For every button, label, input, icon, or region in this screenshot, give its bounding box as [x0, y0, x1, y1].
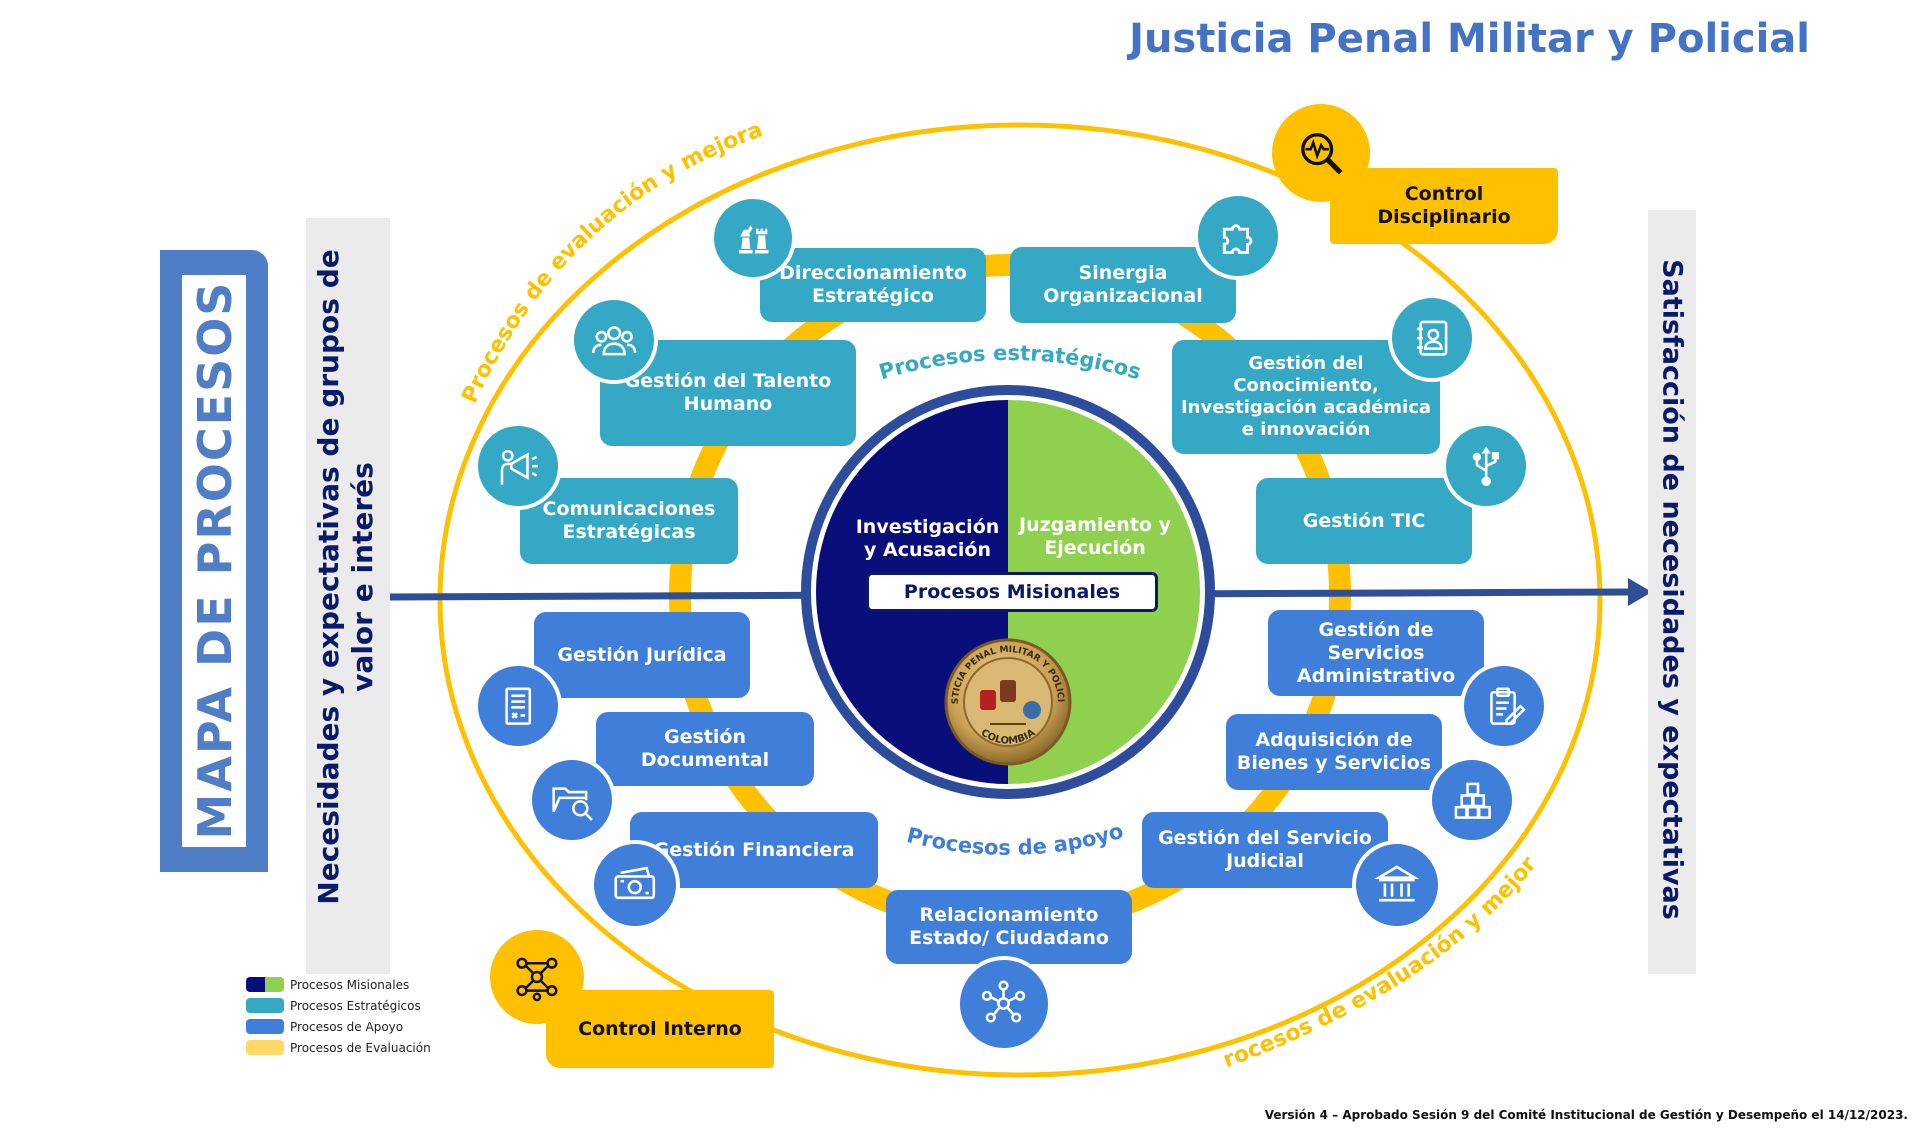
box-gestion-talento-humano[interactable]: Gestión del Talento Humano [600, 340, 856, 446]
clipboard-icon [1460, 662, 1548, 750]
box-servicios-administrativo[interactable]: Gestión de Servicios Administrativo [1268, 610, 1484, 696]
support-ring-label: Procesos de apoyo [904, 819, 1126, 860]
legend-item-misionales: Procesos Misionales [246, 977, 409, 992]
usb-icon [1442, 422, 1530, 510]
legend-label: Procesos de Evaluación [290, 1040, 431, 1055]
legend-label: Procesos Estratégicos [290, 998, 421, 1013]
svg-text:Procesos estratégicos: Procesos estratégicos [876, 341, 1144, 384]
output-band [1648, 210, 1696, 974]
strategic-ring-label: Procesos estratégicos [876, 341, 1144, 384]
network-icon [956, 956, 1052, 1052]
process-map-banner-text: MAPA DE PROCESOS [188, 280, 242, 840]
svg-text:Procesos de apoyo: Procesos de apoyo [904, 819, 1126, 860]
box-direccionamiento-estrategico[interactable]: Direccionamiento Estratégico [760, 248, 986, 322]
input-band-text: Necesidades y expectativas de grupos de … [312, 249, 379, 905]
puzzle-icon [1194, 192, 1282, 280]
box-adquisicion-bienes[interactable]: Adquisición de Bienes y Servicios [1226, 714, 1442, 790]
legend-label: Procesos Misionales [290, 977, 410, 992]
magnifier-pulse-icon [1272, 104, 1370, 202]
version-footer: Versión 4 – Aprobado Sesión 9 del Comité… [1264, 1108, 1908, 1122]
box-gestion-juridica[interactable]: Gestión Jurídica [534, 612, 750, 698]
process-map-banner: MAPA DE PROCESOS [160, 250, 268, 872]
box-gestion-tic[interactable]: Gestión TIC [1256, 478, 1472, 564]
box-control-interno[interactable]: Control Interno [546, 990, 774, 1068]
people-icon [570, 296, 658, 384]
legend-swatch-misionales [246, 977, 284, 992]
legend-item-apoyo: Procesos de Apoyo [246, 1019, 403, 1034]
box-relacionamiento-estado-ciudadano[interactable]: Relacionamiento Estado/ Ciudadano [886, 890, 1132, 964]
misional-left-label: Investigación y Acusación [855, 516, 1000, 561]
megaphone-icon [474, 422, 562, 510]
misional-right-label: Juzgamiento y Ejecución [1019, 514, 1171, 559]
input-band [306, 218, 390, 974]
flow-arrow-head [1628, 578, 1652, 606]
folder-search-icon [528, 756, 616, 844]
legend-label: Procesos de Apoyo [290, 1019, 404, 1034]
output-band-text: Satisfacción de necesidades y expectativ… [1656, 259, 1688, 920]
contact-book-icon [1388, 294, 1476, 382]
box-comunicaciones-estrategicas[interactable]: Comunicaciones Estratégicas [520, 478, 738, 564]
box-gestion-documental[interactable]: Gestión Documental [596, 712, 814, 786]
legend-item-estrategicos: Procesos Estratégicos [246, 998, 421, 1013]
courthouse-icon [1352, 840, 1442, 930]
box-control-disciplinario[interactable]: Control Disciplinario [1330, 168, 1558, 244]
money-icon [590, 840, 680, 930]
document-icon [474, 662, 562, 750]
legend-swatch-apoyo [246, 1019, 284, 1034]
chess-icon [710, 195, 796, 281]
legend-swatch-evaluacion [246, 1040, 284, 1055]
legend-swatch-estrategicos [246, 998, 284, 1013]
box-sinergia-organizacional[interactable]: Sinergia Organizacional [1010, 247, 1236, 323]
box-servicio-judicial[interactable]: Gestión del Servicio Judicial [1142, 812, 1388, 888]
boxes-icon [1428, 756, 1516, 844]
network-people-icon [490, 930, 584, 1024]
legend-item-evaluacion: Procesos de Evaluación [246, 1040, 431, 1055]
misional-banner: Procesos Misionales [866, 572, 1158, 612]
page-title: Justicia Penal Militar y Policial [1129, 16, 1810, 62]
